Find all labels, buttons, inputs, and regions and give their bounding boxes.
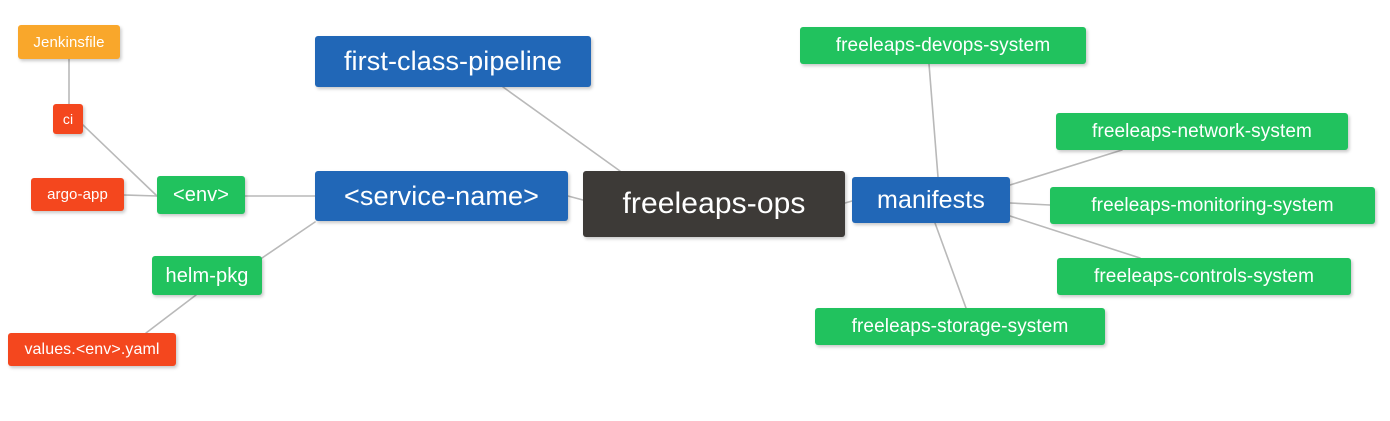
mindmap-node-first-class-pipeline[interactable]: first-class-pipeline (315, 36, 591, 87)
mindmap-edge-helm-pkg-to-values-yaml (145, 294, 197, 334)
mindmap-edge-manifests-to-freeleaps-monitoring-system (1009, 202, 1051, 206)
mindmap-node-service-name[interactable]: <service-name> (315, 171, 568, 221)
mindmap-node-env[interactable]: <env> (157, 176, 245, 214)
mindmap-node-ci[interactable]: ci (53, 104, 83, 134)
mindmap-edge-first-class-pipeline-to-freeleaps-ops (502, 86, 621, 172)
mindmap-edge-manifests-to-freeleaps-storage-system (934, 222, 967, 309)
mindmap-edge-service-name-to-helm-pkg (261, 221, 316, 259)
mindmap-edge-service-name-to-freeleaps-ops (567, 195, 584, 201)
mindmap-node-freeleaps-controls-system[interactable]: freeleaps-controls-system (1057, 258, 1351, 295)
mindmap-node-manifests[interactable]: manifests (852, 177, 1010, 223)
mindmap-node-helm-pkg[interactable]: helm-pkg (152, 256, 262, 295)
mindmap-node-freeleaps-devops-system[interactable]: freeleaps-devops-system (800, 27, 1086, 64)
mindmap-node-argo-app[interactable]: argo-app (31, 178, 124, 211)
mindmap-node-jenkinsfile[interactable]: Jenkinsfile (18, 25, 120, 59)
mindmap-edge-freeleaps-ops-to-manifests (844, 200, 853, 204)
mindmap-node-freeleaps-monitoring-system[interactable]: freeleaps-monitoring-system (1050, 187, 1375, 224)
mindmap-node-freeleaps-network-system[interactable]: freeleaps-network-system (1056, 113, 1348, 150)
mindmap-node-freeleaps-storage-system[interactable]: freeleaps-storage-system (815, 308, 1105, 345)
mindmap-edge-manifests-to-freeleaps-devops-system (928, 63, 939, 178)
mindmap-node-freeleaps-ops[interactable]: freeleaps-ops (583, 171, 845, 237)
mindmap-edge-argo-app-to-env (123, 194, 158, 197)
mindmap-edge-manifests-to-freeleaps-network-system (1009, 149, 1123, 186)
mindmap-node-values-yaml[interactable]: values.<env>.yaml (8, 333, 176, 366)
